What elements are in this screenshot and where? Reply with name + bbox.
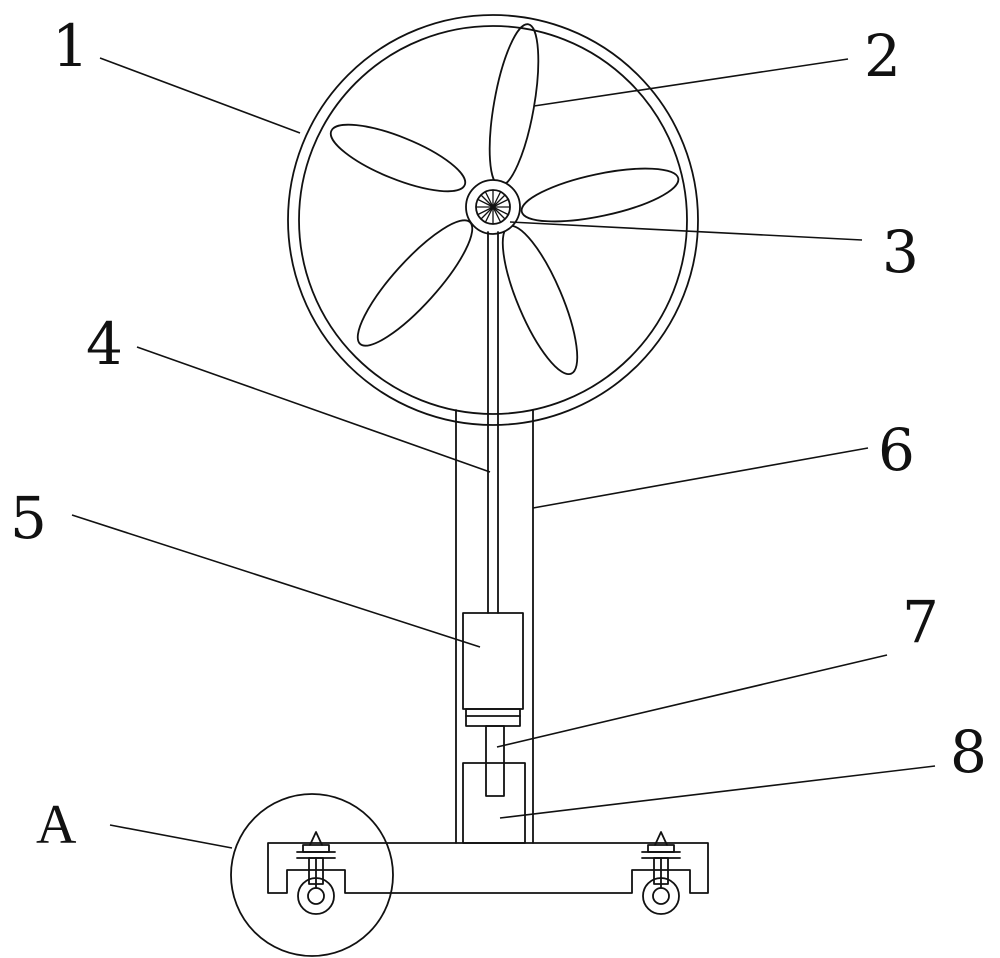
- cylinder-housing: [462, 612, 524, 710]
- fan-hub: [465, 179, 521, 235]
- label-6: 6: [878, 416, 915, 484]
- fan-blade: [356, 219, 474, 347]
- fan-blade: [329, 123, 467, 193]
- leader-7: [496, 654, 888, 748]
- drive-box: [462, 762, 526, 844]
- label-7: 7: [902, 588, 939, 656]
- label-1: 1: [52, 12, 89, 80]
- leader-5: [71, 514, 481, 648]
- lifting-rod: [487, 231, 499, 614]
- leader-8: [499, 765, 936, 819]
- leader-a: [109, 824, 233, 849]
- leader-2: [533, 58, 849, 107]
- label-8: 8: [950, 718, 987, 786]
- piston-assembly: [465, 708, 521, 797]
- reference-labels: 1 2 3 4 5 6 7 8 A: [10, 12, 987, 856]
- leader-4: [136, 346, 491, 473]
- fan-blade: [520, 167, 680, 223]
- leader-3: [509, 221, 863, 241]
- label-3: 3: [882, 218, 919, 286]
- left-caster-wheel: [296, 831, 336, 915]
- fan-guard-ring: [287, 14, 699, 426]
- leader-6: [532, 447, 869, 509]
- label-5: 5: [10, 484, 47, 552]
- detail-circle-a: [230, 793, 394, 957]
- leader-lines: [71, 57, 936, 849]
- fan-blade: [501, 224, 579, 376]
- label-a: A: [36, 794, 77, 856]
- base-platform: [267, 842, 709, 894]
- label-4: 4: [86, 310, 123, 378]
- leader-1: [99, 57, 301, 134]
- support-column: [455, 409, 534, 844]
- right-caster-wheel: [641, 831, 681, 915]
- label-2: 2: [864, 22, 901, 90]
